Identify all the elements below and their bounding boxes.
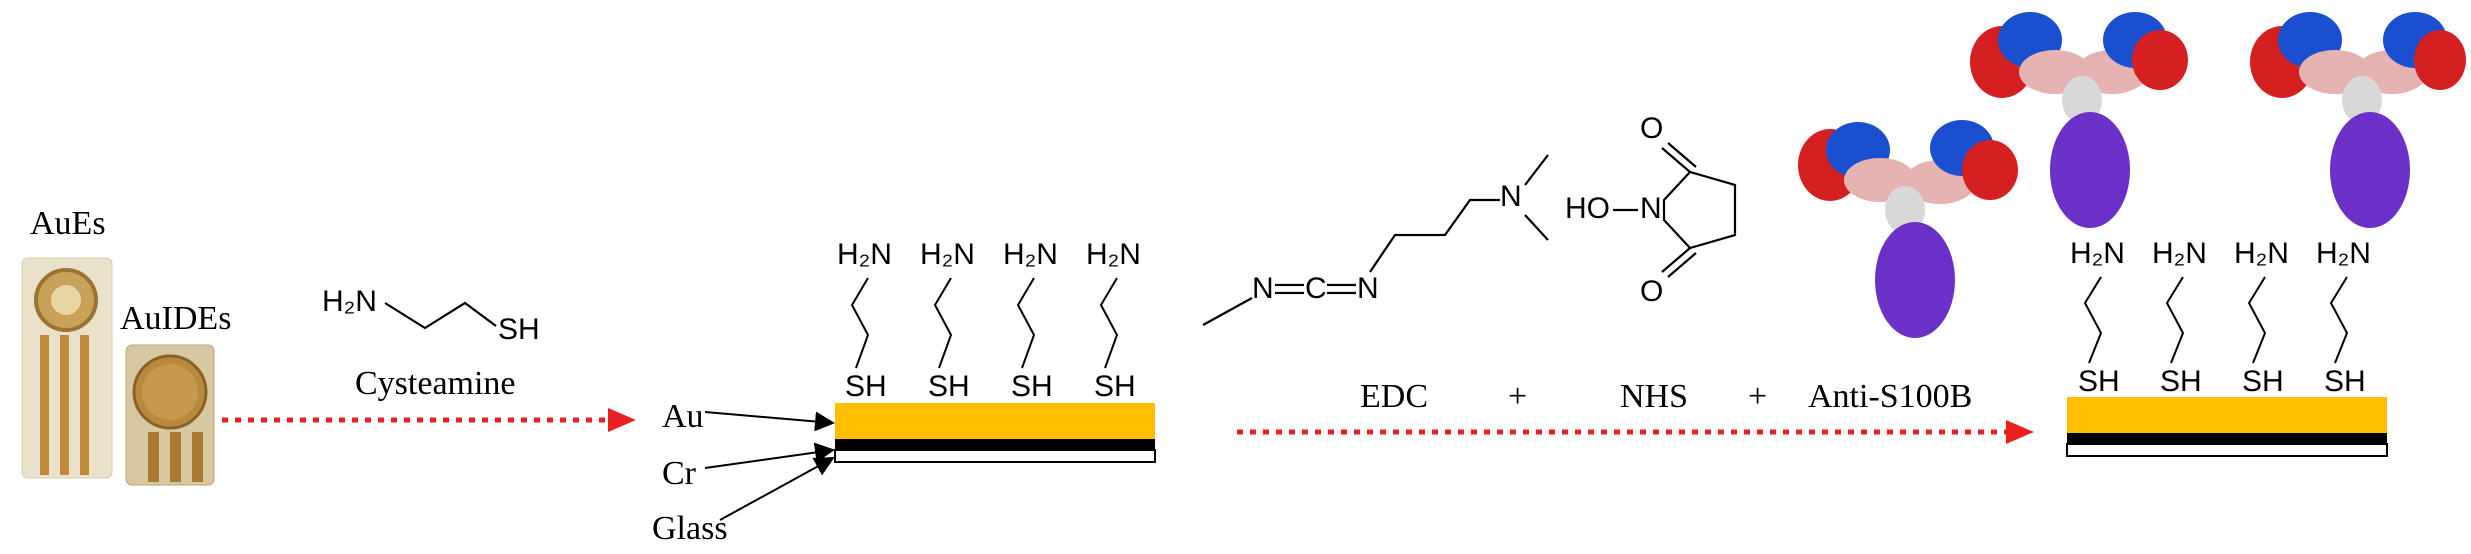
cysteamine-thiol: SH	[498, 313, 540, 346]
nhs-n: N	[1640, 192, 1662, 225]
nhs-ho: HO	[1565, 192, 1610, 225]
thiol-label: SH	[928, 370, 970, 403]
cr-label: Cr	[662, 455, 696, 492]
thiol-label: SH	[2160, 365, 2202, 398]
nhs-label: NHS	[1620, 378, 1689, 415]
thiol-label: SH	[1094, 370, 1136, 403]
edc-n2: N	[1357, 272, 1379, 305]
aues-label: AuEs	[30, 205, 106, 242]
cysteamine-amine: H₂N	[322, 285, 377, 318]
cr-layer-2	[2067, 433, 2387, 444]
antibody-bound-2	[2250, 12, 2466, 228]
cr-layer-1	[835, 439, 1155, 450]
plus-1: +	[1508, 378, 1528, 415]
edc-c: C	[1305, 272, 1327, 305]
antibody-label: Anti-S100B	[1808, 378, 1973, 415]
thiol-label: SH	[2242, 365, 2284, 398]
glass-label: Glass	[652, 510, 728, 547]
amine-label: H₂N	[1086, 238, 1141, 271]
thiol-label: SH	[2324, 365, 2366, 398]
glass-layer-2	[2066, 443, 2388, 457]
amine-label: H₂N	[2316, 237, 2371, 270]
gold-layer-2	[2067, 397, 2387, 433]
nhs-o-top: O	[1640, 112, 1664, 145]
amine-label: H₂N	[1003, 238, 1058, 271]
aue-photo	[21, 257, 113, 479]
thiol-label: SH	[2078, 365, 2120, 398]
amine-label: H₂N	[2152, 237, 2207, 270]
auide-photo	[125, 344, 215, 486]
thiol-label: SH	[1011, 370, 1053, 403]
amine-label: H₂N	[920, 238, 975, 271]
au-label: Au	[662, 398, 704, 435]
edc-n3: N	[1500, 180, 1522, 213]
gold-layer-1	[835, 403, 1155, 439]
thiol-label: SH	[845, 370, 887, 403]
edc-label: EDC	[1360, 378, 1428, 415]
amine-label: H₂N	[2070, 237, 2125, 270]
plus-2: +	[1748, 378, 1768, 415]
nhs-o-bottom: O	[1640, 275, 1664, 308]
antibody-bound-1	[1970, 12, 2188, 228]
amine-label: H₂N	[2234, 237, 2289, 270]
amine-label: H₂N	[837, 238, 892, 271]
auides-label: AuIDEs	[120, 300, 232, 337]
edc-n1: N	[1252, 272, 1274, 305]
cysteamine-name: Cysteamine	[355, 365, 516, 402]
glass-layer-1	[834, 449, 1156, 463]
